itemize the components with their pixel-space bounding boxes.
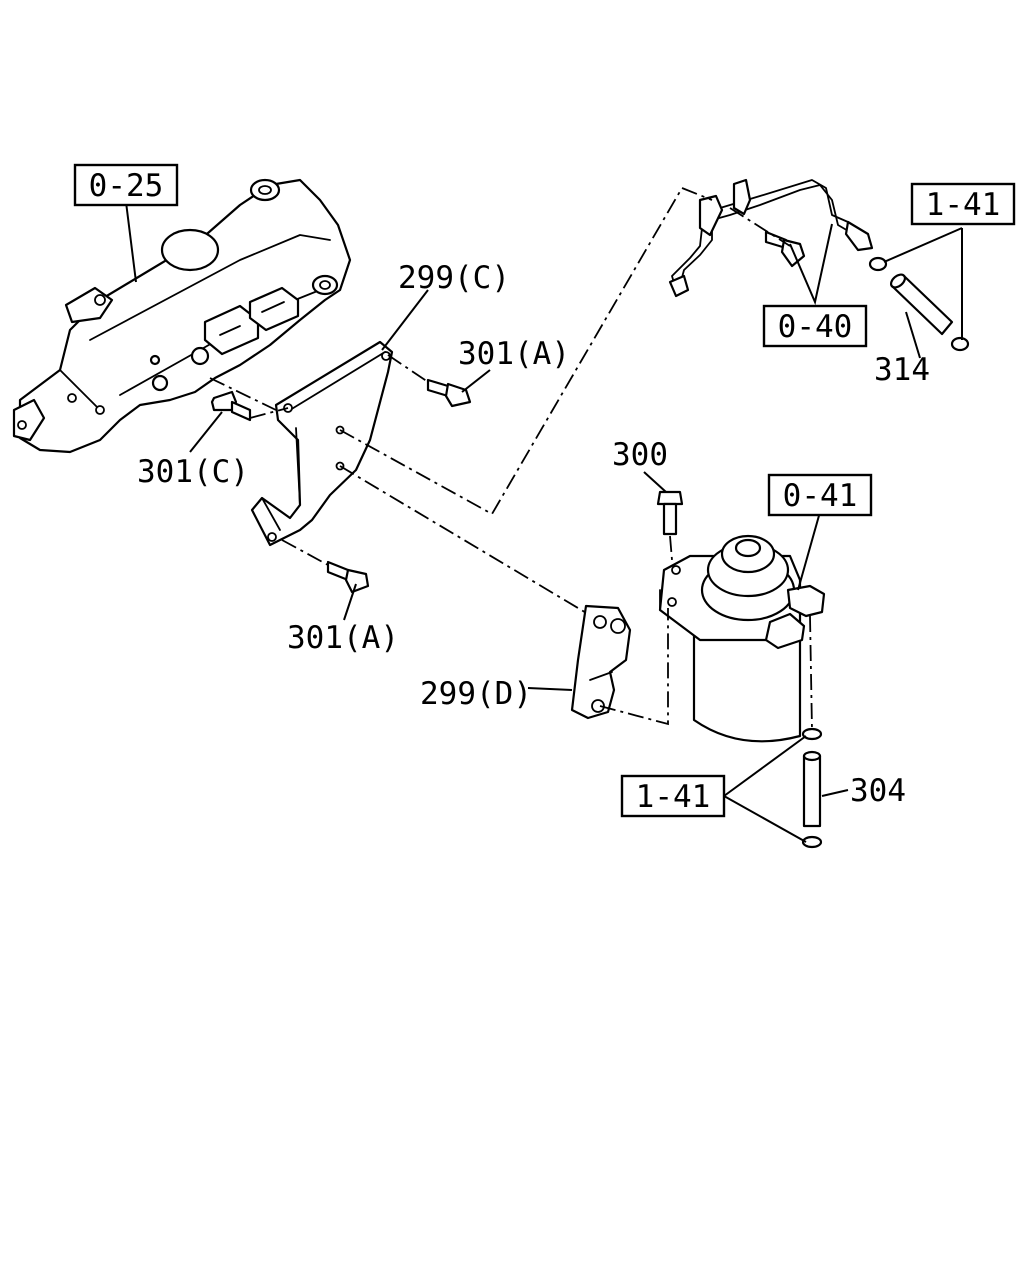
bracket-299d-drawing (570, 604, 632, 720)
ref-box-1-41-top: 1-41 (910, 182, 1016, 226)
ref-box-0-40: 0-40 (762, 304, 868, 348)
ref-label-1-41-bottom: 1-41 (636, 779, 711, 815)
bolt-301c (210, 390, 252, 422)
fuel-filter-drawing (658, 534, 826, 743)
ref-box-0-41: 0-41 (767, 473, 873, 517)
part-label-304: 304 (850, 773, 906, 809)
bolt-300 (656, 490, 684, 536)
part-label-299d: 299(D) (420, 676, 532, 712)
ref-label-0-25: 0-25 (89, 168, 164, 204)
part-label-299c: 299(C) (398, 260, 510, 296)
ref-box-0-25: 0-25 (73, 163, 179, 207)
ref-box-1-41-bottom: 1-41 (620, 774, 726, 818)
exhaust-manifold-drawing (12, 178, 352, 454)
assembly-lines (209, 186, 813, 731)
fuel-pipe-drawing (668, 178, 874, 298)
bracket-299c-drawing (250, 340, 394, 547)
part-label-301a-bottom: 301(A) (287, 620, 399, 656)
bolt-301a-bottom (326, 560, 370, 594)
ref-label-1-41-top: 1-41 (926, 187, 1001, 223)
ref-label-0-41: 0-41 (783, 478, 858, 514)
bolt-301a-top (426, 378, 472, 408)
part-label-300: 300 (612, 437, 668, 473)
leader-lines (125, 201, 963, 843)
hose-314-drawing (868, 256, 970, 352)
part-label-301c: 301(C) (137, 454, 249, 490)
hose-304-drawing (801, 727, 823, 849)
part-label-314: 314 (874, 352, 930, 388)
part-label-301a-top: 301(A) (458, 336, 570, 372)
ref-label-0-40: 0-40 (778, 309, 853, 345)
